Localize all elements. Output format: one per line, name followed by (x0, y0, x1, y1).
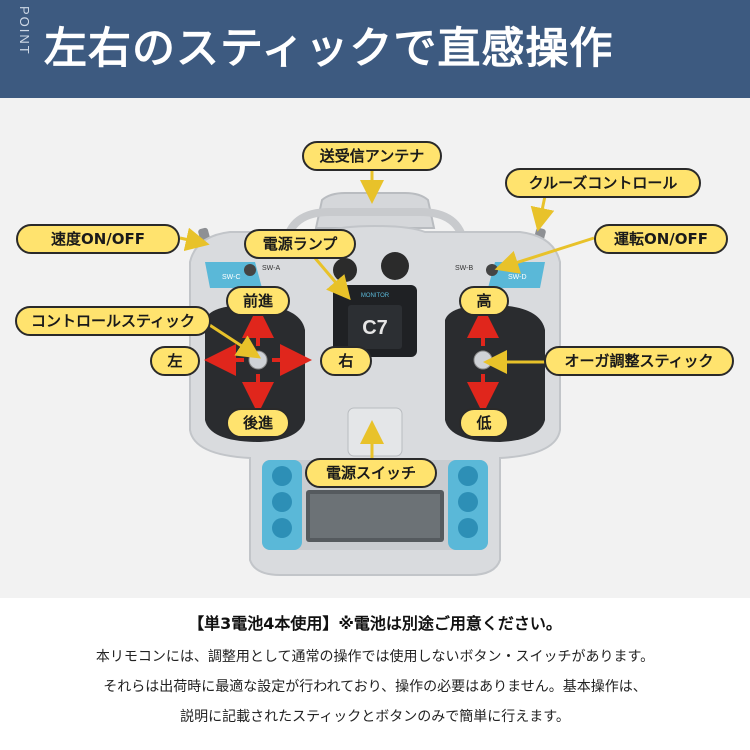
callout-backward: 後進 (226, 408, 290, 438)
exit-button (272, 492, 292, 512)
sw-c-label: SW-C (222, 274, 241, 281)
monitor-button (272, 518, 292, 538)
menu-button (272, 466, 292, 486)
sw-b-label: SW-B (455, 265, 473, 272)
callout-high: 高 (459, 286, 509, 316)
point-label: POINT (17, 6, 32, 56)
up-button (458, 466, 478, 486)
control-stick-knob (248, 350, 268, 370)
model-text: C7 (362, 317, 388, 339)
sw-b-knob (486, 264, 498, 276)
power-lamp (342, 292, 348, 298)
callout-power-lamp: 電源ランプ (244, 229, 356, 259)
down-button (458, 492, 478, 512)
monitor-label: MONITOR (361, 293, 390, 299)
sw-d-label: SW-D (508, 274, 527, 281)
note-line-3: 説明に記載されたスティックとボタンのみで簡単に行えます。 (180, 709, 570, 725)
page-title: 左右のスティックで直感操作 (44, 24, 614, 74)
callout-speed-onoff: 速度ON/OFF (16, 224, 180, 254)
callout-run-onoff: 運転ON/OFF (594, 224, 728, 254)
footer-notes: 【単3電池4本使用】※電池は別途ご用意ください。 本リモコンには、調整用として通… (0, 598, 750, 750)
left-dial (333, 258, 357, 282)
callout-low: 低 (459, 408, 509, 438)
callout-power-switch: 電源スイッチ (305, 458, 437, 488)
sw-a-label: SW-A (262, 265, 280, 272)
callout-right: 右 (320, 346, 372, 376)
callout-antenna: 送受信アンテナ (302, 141, 442, 171)
callout-forward: 前進 (226, 286, 290, 316)
auger-stick-knob (473, 350, 493, 370)
callout-auger-stick: オーガ調整スティック (544, 346, 734, 376)
callout-control-stick: コントロールスティック (15, 306, 211, 336)
callout-left: 左 (150, 346, 200, 376)
callout-cruise-control: クルーズコントロール (505, 168, 701, 198)
right-dial (381, 252, 409, 280)
battery-note: 【単3電池4本使用】※電池は別途ご用意ください。 (188, 614, 562, 633)
header-banner: POINT 左右のスティックで直感操作 (0, 0, 750, 98)
note-line-1: 本リモコンには、調整用として通常の操作では使用しないボタン・スイッチがあります。 (95, 649, 655, 665)
power-switch (347, 407, 403, 457)
note-line-2: それらは出荷時に最適な設定が行われており、操作の必要はありません。基本操作は、 (103, 679, 647, 695)
sw-a-knob (244, 264, 256, 276)
home-button (458, 518, 478, 538)
